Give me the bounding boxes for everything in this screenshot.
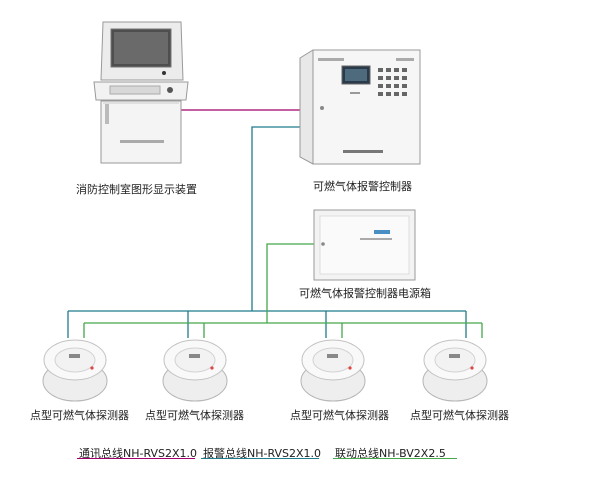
alarm-controller-label: 可燃气体报警控制器 — [313, 180, 412, 193]
detector-device-3 — [300, 339, 366, 402]
detector-label-4: 点型可燃气体探测器 — [410, 409, 509, 422]
detector-device-2 — [162, 339, 228, 402]
detector-label-3: 点型可燃气体探测器 — [290, 409, 389, 422]
detector-device-4 — [422, 339, 488, 402]
legend-alarm-bus-line — [201, 458, 319, 459]
graphic-display-device — [93, 21, 189, 164]
power-box-device — [313, 209, 416, 281]
power-box-label: 可燃气体报警控制器电源箱 — [299, 287, 431, 300]
detector-label-1: 点型可燃气体探测器 — [30, 409, 129, 422]
legend-linkage-bus-line — [333, 458, 457, 459]
alarm-controller-device — [299, 49, 421, 165]
detector-device-1 — [42, 339, 108, 402]
graphic-display-label: 消防控制室图形显示装置 — [76, 183, 197, 196]
legend-linkage-bus-label: 联动总线NH-BV2X2.5 — [335, 447, 446, 460]
detector-label-2: 点型可燃气体探测器 — [145, 409, 244, 422]
linkage-bus-trunk — [266, 243, 314, 323]
alarm-bus-trunk — [251, 126, 300, 311]
legend-comm-bus-label: 通讯总线NH-RVS2X1.0 — [79, 447, 198, 460]
legend-alarm-bus-label: 报警总线NH-RVS2X1.0 — [203, 447, 322, 460]
legend-comm-bus-line — [77, 458, 195, 459]
